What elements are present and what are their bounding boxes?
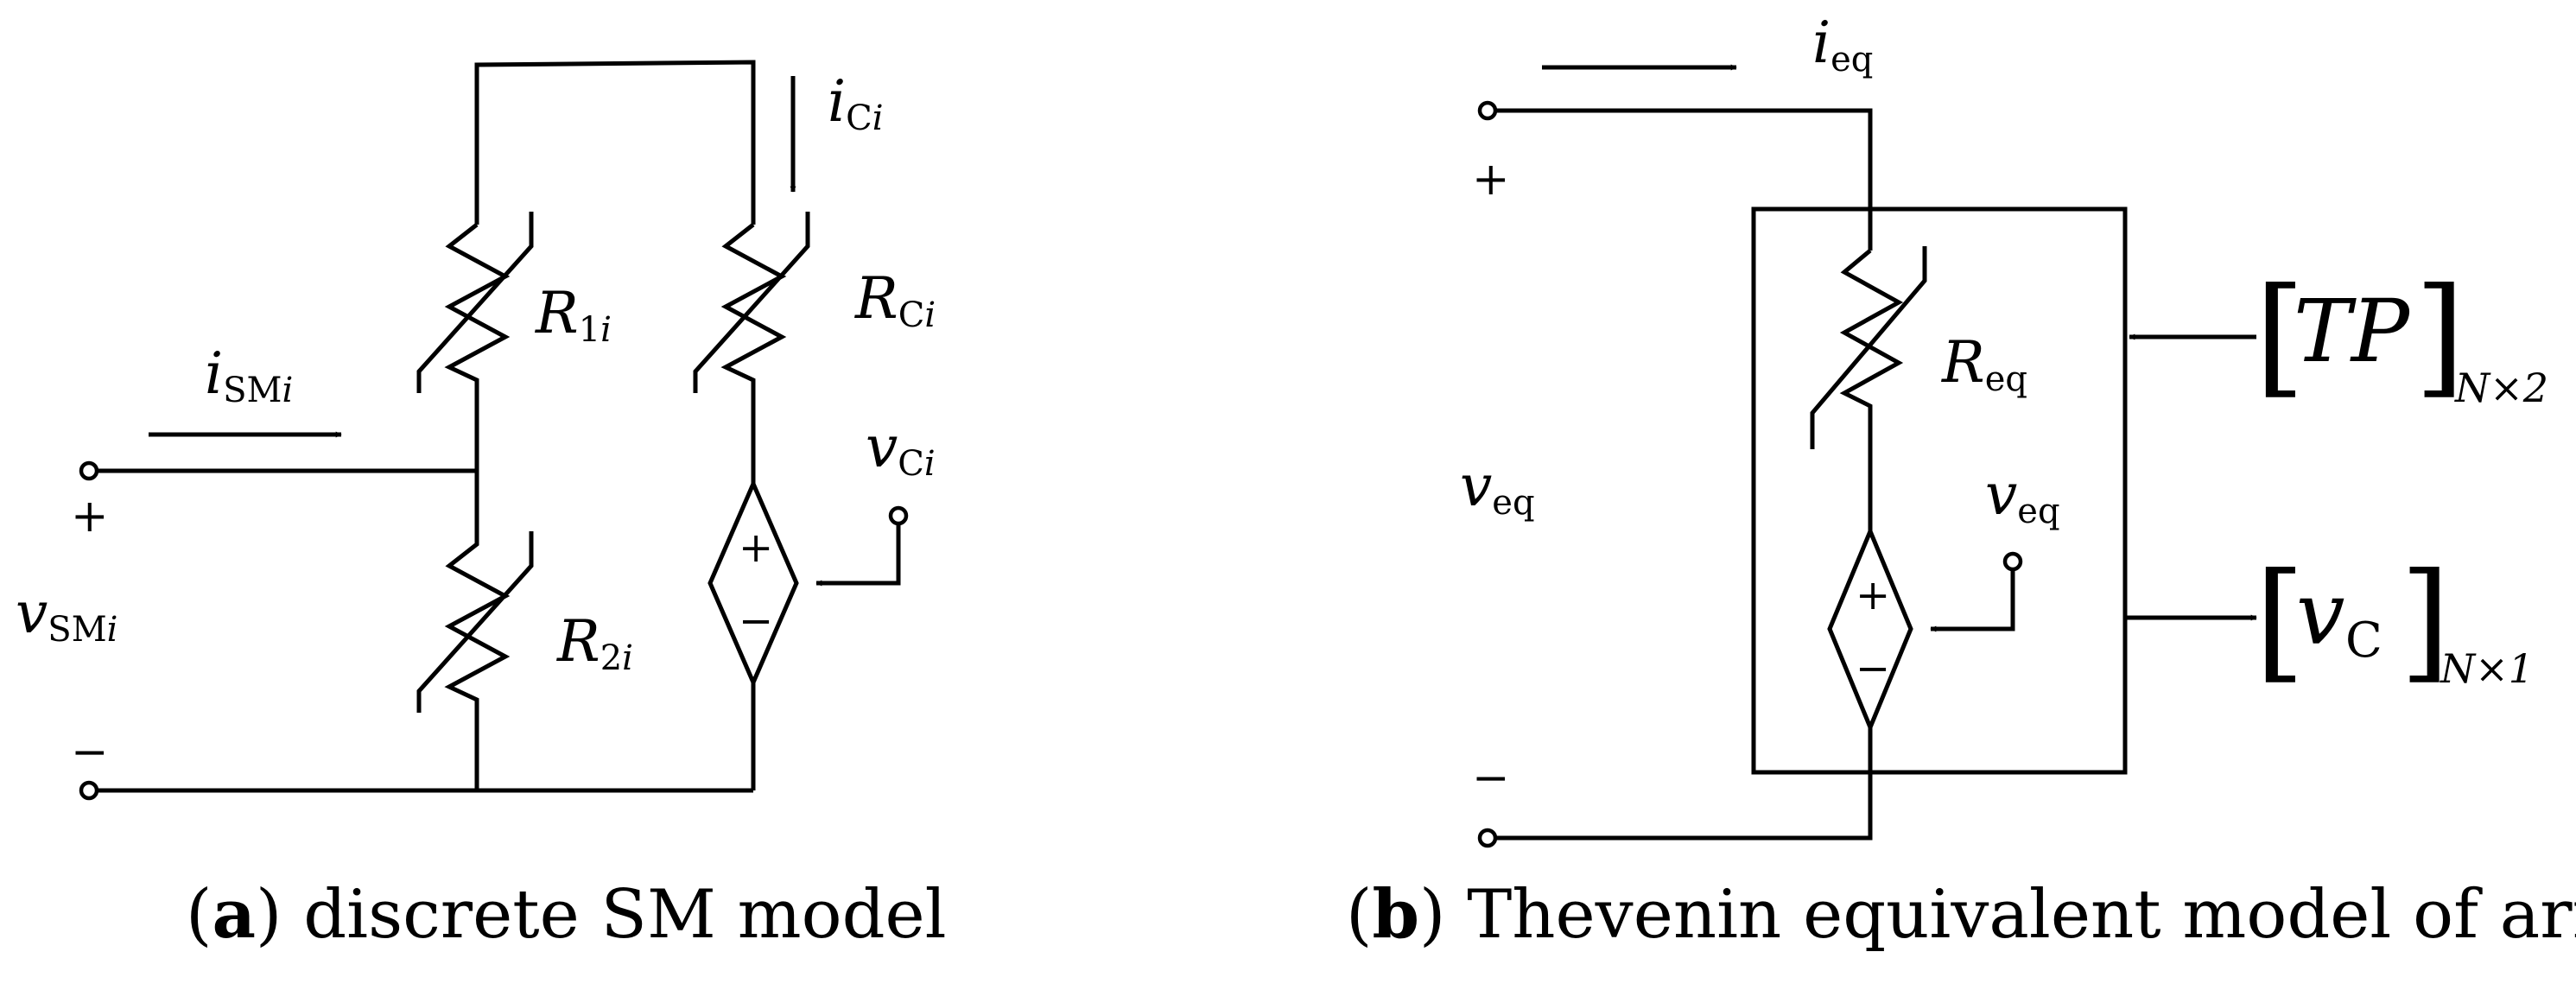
arm-box xyxy=(1751,206,2128,775)
label-rc: RCi xyxy=(854,265,936,335)
terminal-plus-b xyxy=(1477,100,1498,121)
terminal-veq-control xyxy=(2002,551,2023,572)
wire-top-b xyxy=(1488,108,1873,251)
svg-text:N×1: N×1 xyxy=(2440,645,2534,692)
terminal-vc-control xyxy=(888,505,909,526)
resistor-rc xyxy=(720,223,787,484)
source-plus-a: + xyxy=(739,524,773,572)
label-vc-matrix: [ v C ] N×1 xyxy=(2255,546,2534,696)
svg-text:]: ] xyxy=(2414,261,2465,411)
panel-b-thevenin-model: ieq Req veq veq + − + − [ TP ] N×2 [ v C… xyxy=(1346,10,2576,954)
resistor-r1 xyxy=(444,223,511,471)
label-i-sm: iSMi xyxy=(205,340,293,410)
source-minus-a: − xyxy=(739,597,773,645)
polarity-plus-b: + xyxy=(1472,154,1510,206)
resistor-r2 xyxy=(444,471,511,790)
polarity-minus-a: − xyxy=(71,727,109,778)
caption-b: (b) Thevenin equivalent model of arm xyxy=(1346,875,2576,954)
dependent-source-eq xyxy=(1827,525,1913,733)
svg-text:C: C xyxy=(2345,612,2382,669)
label-v-eq-control: veq xyxy=(1985,461,2060,531)
resistor-req-variable-stroke xyxy=(1810,246,1927,449)
wire-bottom-b xyxy=(1488,727,1873,841)
svg-text:N×2: N×2 xyxy=(2454,365,2548,411)
dependent-source-c xyxy=(707,478,799,689)
terminal-minus-a xyxy=(79,780,99,801)
label-v-sm: vSMi xyxy=(16,580,117,650)
resistor-rc-variable-stroke xyxy=(693,212,810,393)
svg-text:[: [ xyxy=(2255,546,2306,696)
svg-text:]: ] xyxy=(2400,546,2451,696)
panel-a-discrete-sm-model: iSMi iCi R1i R2i RCi vCi vSMi + − + − (a… xyxy=(16,60,947,954)
control-wire-veq xyxy=(1930,562,2015,632)
polarity-minus-b: − xyxy=(1472,752,1510,804)
label-r1: R1i xyxy=(535,280,612,350)
label-v-c: vCi xyxy=(866,414,936,484)
terminal-plus-a xyxy=(79,460,99,481)
label-v-eq-port: veq xyxy=(1460,453,1535,523)
source-minus-b: − xyxy=(1856,644,1890,693)
resistor-r1-variable-stroke xyxy=(416,212,534,393)
svg-text:[: [ xyxy=(2255,261,2306,411)
control-wire-vc xyxy=(815,516,901,587)
label-r2: R2i xyxy=(556,608,633,678)
source-plus-b: + xyxy=(1856,571,1890,619)
terminal-minus-b xyxy=(1477,828,1498,848)
label-i-c: iCi xyxy=(828,68,884,138)
polarity-plus-a: + xyxy=(71,491,109,543)
label-r-eq: Req xyxy=(1941,329,2027,399)
resistor-r2-variable-stroke xyxy=(416,531,534,713)
label-i-eq: ieq xyxy=(1812,10,1873,79)
svg-text:v: v xyxy=(2296,563,2345,664)
caption-a: (a) discrete SM model xyxy=(186,875,947,954)
resistor-req xyxy=(1839,249,1904,531)
label-tp-matrix: [ TP ] N×2 xyxy=(2255,261,2548,411)
svg-text:TP: TP xyxy=(2294,281,2411,382)
wire-top xyxy=(474,60,756,225)
